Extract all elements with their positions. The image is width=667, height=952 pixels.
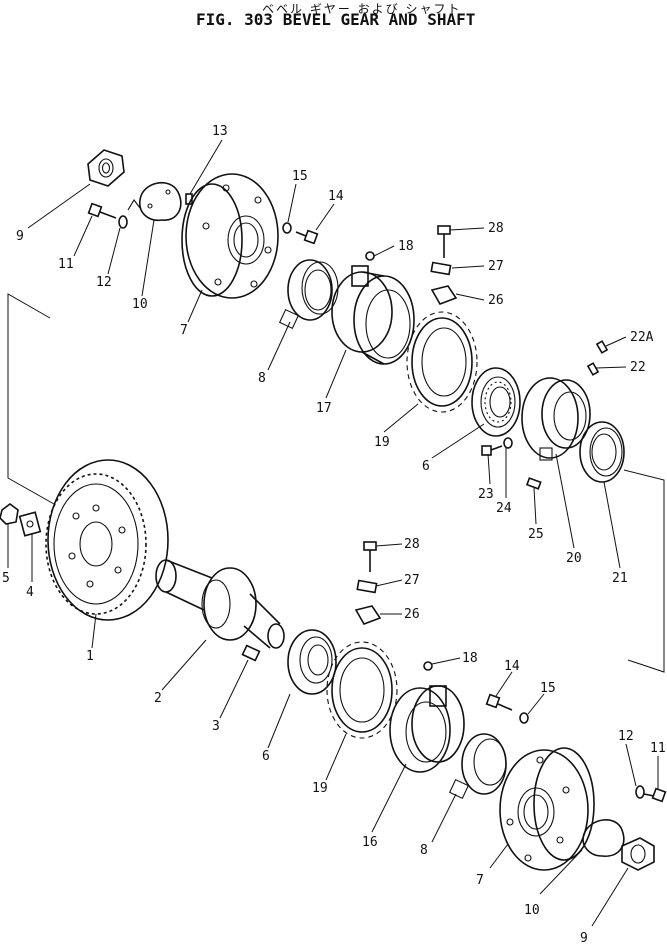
label-9-lower: 9 — [580, 931, 588, 946]
label-26-lower: 26 — [404, 607, 420, 622]
part-24-washer — [503, 437, 513, 449]
label-18-lower: 18 — [462, 651, 478, 666]
part-9-nut-upper — [87, 149, 125, 187]
label-10-lower: 10 — [524, 903, 540, 918]
label-22: 22 — [630, 360, 646, 375]
label-4: 4 — [26, 585, 34, 600]
label-14-upper: 14 — [328, 189, 344, 204]
part-18-plug-lower — [423, 661, 433, 671]
part-19-ring-lower — [326, 641, 398, 739]
label-1: 1 — [86, 649, 94, 664]
label-27-upper: 27 — [488, 259, 504, 274]
label-17: 17 — [316, 401, 332, 416]
label-8-lower: 8 — [420, 843, 428, 858]
part-28-bolt-upper — [437, 225, 451, 258]
part-2-shaft — [155, 559, 285, 649]
part-6-bearing-lower — [287, 629, 337, 695]
part-8-race-lower — [448, 733, 507, 800]
label-12-upper: 12 — [96, 275, 112, 290]
label-19-lower: 19 — [312, 781, 328, 796]
label-28-lower: 28 — [404, 537, 420, 552]
label-25: 25 — [528, 527, 544, 542]
leader-lines — [7, 139, 665, 927]
label-15-lower: 15 — [540, 681, 556, 696]
label-20: 20 — [566, 551, 582, 566]
part-6-bearing-upper — [471, 367, 521, 437]
label-21: 21 — [612, 571, 628, 586]
label-11-lower: 11 — [650, 741, 666, 756]
label-3: 3 — [212, 719, 220, 734]
label-27-lower: 27 — [404, 573, 420, 588]
label-28-upper: 28 — [488, 221, 504, 236]
label-6-lower: 6 — [262, 749, 270, 764]
part-11-bolt-lower — [643, 787, 667, 803]
part-26-plate-lower — [354, 605, 382, 625]
label-19-upper: 19 — [374, 435, 390, 450]
part-labels: 13 15 14 28 18 27 26 9 11 12 10 7 8 17 1… — [2, 124, 666, 946]
part-22A-screw — [595, 340, 609, 354]
part-4-lock — [18, 511, 42, 537]
part-14-bolt-lower — [485, 693, 513, 711]
part-15-washer-lower — [519, 712, 529, 724]
label-5: 5 — [2, 571, 10, 586]
part-17-cage — [331, 265, 415, 365]
label-9-upper: 9 — [16, 229, 24, 244]
title-japanese: ベベル ギヤー および シャフト — [262, 2, 462, 16]
label-15-upper: 15 — [292, 169, 308, 184]
part-3-key — [241, 644, 261, 662]
part-1-bevel-gear — [45, 459, 169, 621]
part-16-cage — [389, 685, 465, 773]
part-27-lock-upper — [430, 261, 452, 276]
label-7-lower: 7 — [476, 873, 484, 888]
part-12-washer-lower — [635, 785, 645, 799]
part-10-lockplate-upper — [127, 182, 182, 222]
part-21-race — [579, 421, 625, 483]
part-19-ring-upper — [406, 311, 478, 413]
label-22A: 22A — [630, 330, 654, 345]
label-7-upper: 7 — [180, 323, 188, 338]
label-18-upper: 18 — [398, 239, 414, 254]
part-23-bolt — [481, 445, 503, 456]
part-5-nut — [0, 503, 19, 525]
part-11-bolt-upper — [87, 202, 117, 219]
part-14-bolt-upper — [295, 229, 319, 245]
part-28-bolt-lower — [363, 541, 377, 572]
part-7-flange-upper — [181, 173, 279, 299]
label-14-lower: 14 — [504, 659, 520, 674]
figure-title: FIG. 303 BEVEL GEAR AND SHAFT — [196, 10, 476, 29]
part-15-washer-upper — [282, 222, 292, 234]
label-26-upper: 26 — [488, 293, 504, 308]
label-2: 2 — [154, 691, 162, 706]
label-13: 13 — [212, 124, 228, 139]
label-11-upper: 11 — [58, 257, 74, 272]
part-9-nut-lower — [621, 837, 655, 871]
part-8-race-upper — [278, 259, 339, 330]
part-12-washer-upper — [118, 215, 128, 229]
label-24: 24 — [496, 501, 512, 516]
label-6-upper: 6 — [422, 459, 430, 474]
part-7-flange-lower — [499, 747, 595, 871]
label-10-upper: 10 — [132, 297, 148, 312]
label-16: 16 — [362, 835, 378, 850]
label-12-lower: 12 — [618, 729, 634, 744]
part-10-lockplate-lower — [582, 819, 625, 857]
part-18-plug-upper — [365, 251, 375, 261]
part-25-pin — [525, 477, 542, 490]
label-23: 23 — [478, 487, 494, 502]
part-20-cage — [521, 377, 591, 461]
part-22-screw — [586, 362, 600, 376]
part-26-plate-upper — [430, 285, 458, 305]
label-8-upper: 8 — [258, 371, 266, 386]
part-27-lock-lower — [356, 579, 378, 594]
